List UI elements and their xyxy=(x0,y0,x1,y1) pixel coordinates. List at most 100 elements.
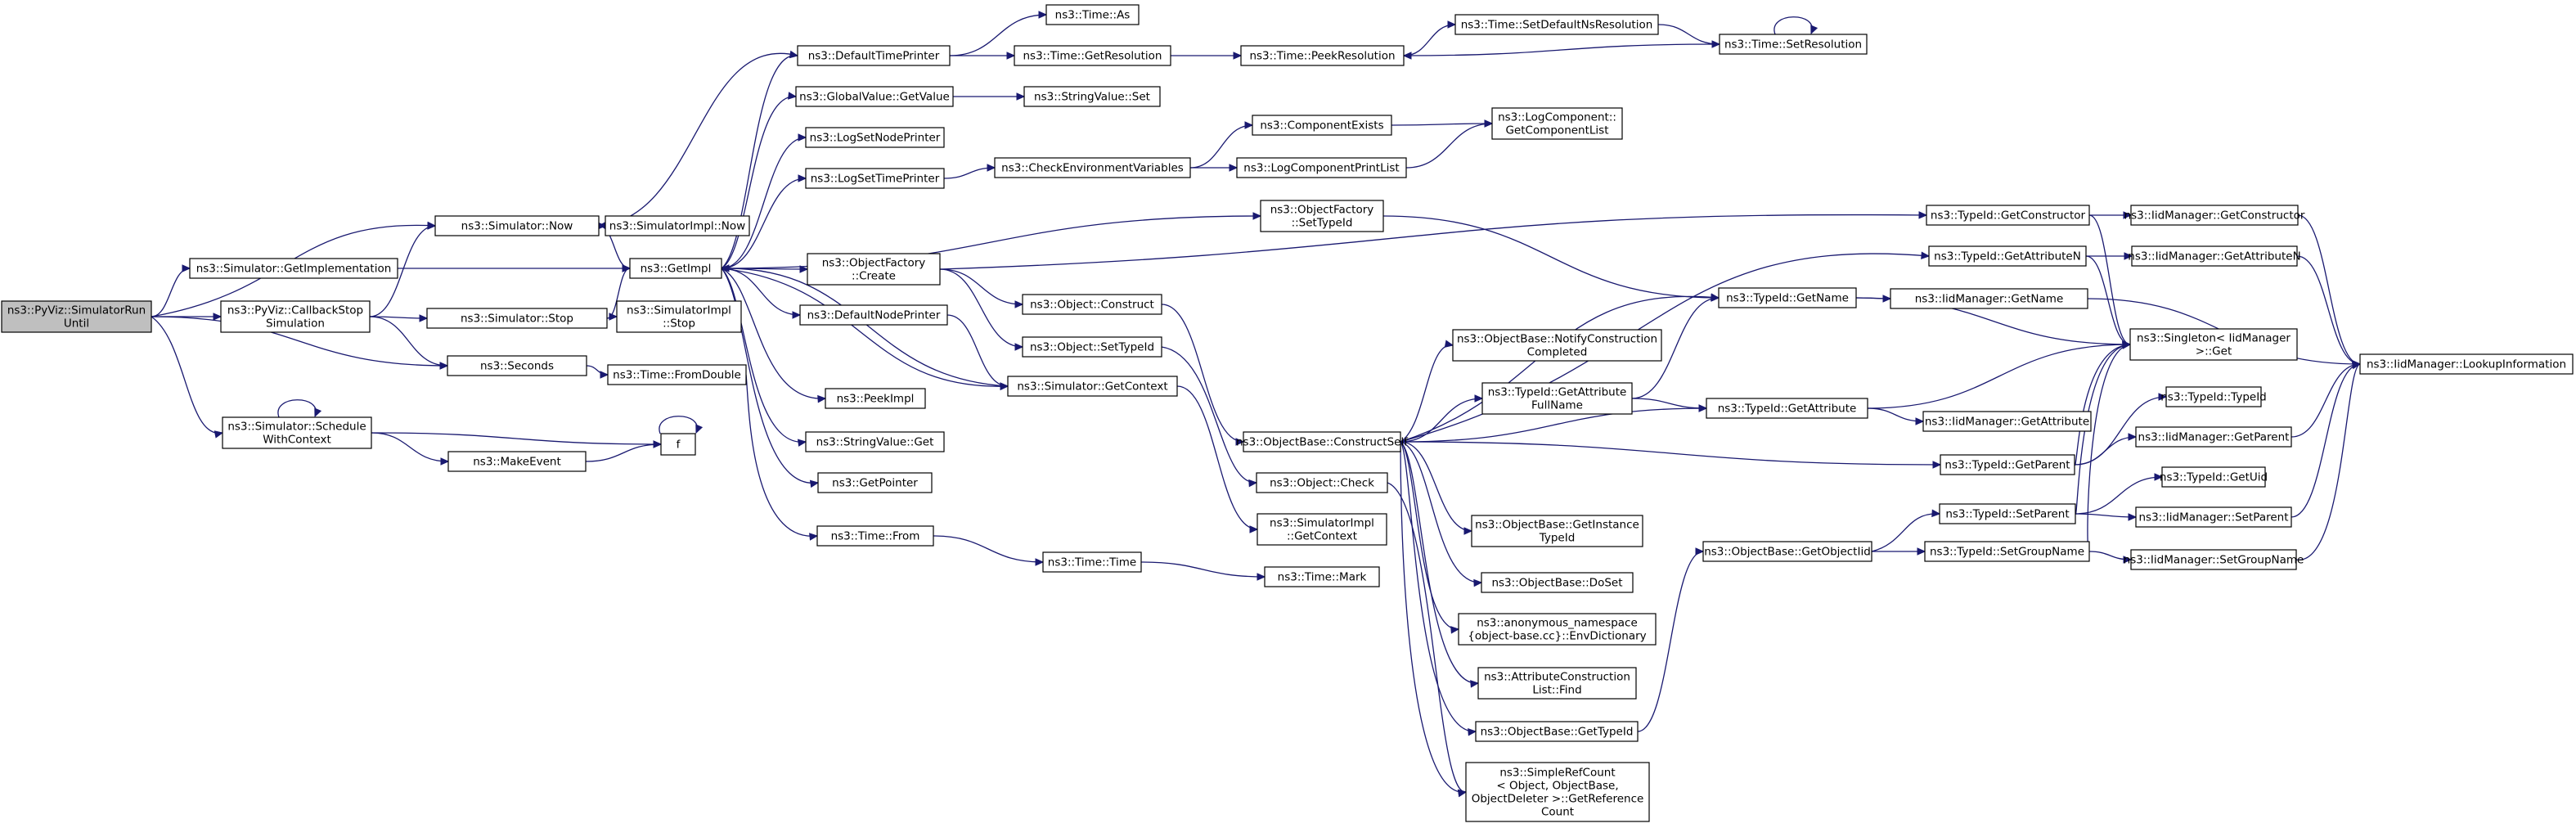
node-obj-check[interactable]: ns3::Object::Check xyxy=(1256,472,1388,493)
edge-schedule-ctx-to-schedule-ctx xyxy=(277,399,317,418)
node-sv-get[interactable]: ns3::StringValue::Get xyxy=(805,431,945,452)
node-f[interactable]: f xyxy=(660,433,696,456)
node-tid-getname[interactable]: ns3::TypeId::GetName xyxy=(1718,287,1857,308)
node-obj-settypeid[interactable]: ns3::Object::SetTypeId xyxy=(1022,336,1162,358)
node-time-setres[interactable]: ns3::Time::SetResolution xyxy=(1719,34,1868,55)
edge-time-setres-to-time-setres xyxy=(1774,16,1813,35)
node-gv-getvalue-box xyxy=(795,86,954,107)
edge-ob-construct-self-to-tid-getparent-arrowhead xyxy=(1932,461,1942,469)
node-iid-lookup[interactable]: ns3::IidManager::LookupInformation xyxy=(2359,353,2574,375)
node-make-event-box xyxy=(447,451,587,472)
edge-callback-stop-to-sim-now-arrowhead xyxy=(427,222,437,230)
node-time-setdefault[interactable]: ns3::Time::SetDefaultNsResolution xyxy=(1454,14,1659,35)
node-of-settypeid[interactable]: ns3::ObjectFactory::SetTypeId xyxy=(1260,200,1384,232)
node-peek-impl[interactable]: ns3::PeekImpl xyxy=(825,388,926,409)
node-sim-getctx[interactable]: ns3::Simulator::GetContext xyxy=(1007,376,1178,397)
node-iid-setparent[interactable]: ns3::IidManager::SetParent xyxy=(2135,506,2292,528)
node-make-event[interactable]: ns3::MakeEvent xyxy=(447,451,587,472)
node-time-setdefault-label: ns3::Time::SetDefaultNsResolution xyxy=(1461,19,1653,32)
node-ob-gettypeid-box xyxy=(1475,721,1639,742)
node-tid-getconstructor[interactable]: ns3::TypeId::GetConstructor xyxy=(1926,205,2090,226)
node-anon-envdict[interactable]: ns3::anonymous_namespace{object-base.cc}… xyxy=(1458,613,1657,646)
node-iid-getattributen-label: ns3::IidManager::GetAttributeN xyxy=(2128,250,2300,263)
node-time-as[interactable]: ns3::Time::As xyxy=(1045,4,1140,25)
node-time-from[interactable]: ns3::Time::From xyxy=(816,525,934,547)
node-default-tp[interactable]: ns3::DefaultTimePrinter xyxy=(797,45,951,66)
node-iid-getconstructor[interactable]: ns3::IidManager::GetConstructor xyxy=(2124,205,2305,226)
node-iid-getattribute[interactable]: ns3::IidManager::GetAttribute xyxy=(1922,411,2092,432)
node-log-comp-getlist-label: GetComponentList xyxy=(1505,124,1608,137)
node-log-set-node-box xyxy=(805,127,945,148)
edge-ob-construct-self-to-ob-doset-arrowhead xyxy=(1473,578,1483,587)
node-default-np[interactable]: ns3::DefaultNodePrinter xyxy=(799,304,948,326)
node-of-create[interactable]: ns3::ObjectFactory::Create xyxy=(807,253,941,286)
edge-ob-gettypeid-to-ob-getobjectiid xyxy=(1637,551,1704,732)
node-schedule-ctx-label: ns3::Simulator::Schedule xyxy=(227,421,366,434)
node-impl-getctx[interactable]: ns3::SimulatorImpl::GetContext xyxy=(1257,513,1387,546)
node-ob-construct-self[interactable]: ns3::ObjectBase::ConstructSelf xyxy=(1236,431,1409,452)
edge-of-create-to-tid-getconstructor xyxy=(939,214,1927,270)
node-tid-typeid[interactable]: ns3::TypeId::TypeId xyxy=(2160,386,2267,407)
node-tid-getattribute[interactable]: ns3::TypeId::GetAttribute xyxy=(1706,398,1868,419)
node-tid-getparent[interactable]: ns3::TypeId::GetParent xyxy=(1940,454,2075,475)
node-ob-getinstance-label: ns3::ObjectBase::GetInstance xyxy=(1475,519,1639,532)
edge-ob-construct-self-to-ob-getinstance xyxy=(1400,441,1472,532)
node-singleton-get[interactable]: ns3::Singleton< IidManager >::Get xyxy=(2129,328,2298,361)
node-iid-getparent[interactable]: ns3::IidManager::GetParent xyxy=(2135,426,2292,448)
node-tid-getuid[interactable]: ns3::TypeId::GetUid xyxy=(2160,466,2268,488)
edge-run-until-to-schedule-ctx-arrowhead xyxy=(214,430,224,439)
edge-ob-construct-self-to-ob-gettypeid-arrowhead xyxy=(1468,727,1477,736)
node-log-comp-print[interactable]: ns3::LogComponentPrintList xyxy=(1236,157,1407,178)
node-seconds[interactable]: ns3::Seconds xyxy=(447,355,587,376)
node-iid-getname[interactable]: ns3::IidManager::GetName xyxy=(1890,288,2088,309)
node-tid-getconstructor-box xyxy=(1926,205,2090,226)
edge-tid-getattrfull-to-tid-getattribute-arrowhead xyxy=(1698,404,1708,412)
node-iid-getname-label: ns3::IidManager::GetName xyxy=(1915,293,2064,306)
node-time-time[interactable]: ns3::Time::Time xyxy=(1042,551,1142,573)
node-gv-getvalue[interactable]: ns3::GlobalValue::GetValue xyxy=(795,86,954,107)
node-check-env[interactable]: ns3::CheckEnvironmentVariables xyxy=(994,157,1191,178)
node-ob-notify[interactable]: ns3::ObjectBase::NotifyConstructionCompl… xyxy=(1452,329,1662,362)
node-time-fromdouble[interactable]: ns3::Time::FromDouble xyxy=(607,364,747,385)
node-ob-gettypeid[interactable]: ns3::ObjectBase::GetTypeId xyxy=(1475,721,1639,742)
node-sv-set[interactable]: ns3::StringValue::Set xyxy=(1023,86,1161,107)
node-sim-now[interactable]: ns3::Simulator::Now xyxy=(434,215,600,236)
node-time-peekres[interactable]: ns3::Time::PeekResolution xyxy=(1240,45,1405,66)
node-comp-exists[interactable]: ns3::ComponentExists xyxy=(1252,115,1392,136)
edge-log-comp-print-to-log-comp-getlist xyxy=(1405,123,1493,169)
node-ob-getobjectiid[interactable]: ns3::ObjectBase::GetObjectIid xyxy=(1702,541,1872,562)
edge-tid-getparent-to-tid-typeid xyxy=(2074,396,2167,466)
node-time-as-box xyxy=(1045,4,1140,25)
node-tid-setgroupname[interactable]: ns3::TypeId::SetGroupName xyxy=(1924,541,2090,562)
node-impl-getctx-label: ns3::SimulatorImpl xyxy=(1270,517,1374,530)
node-impl-stop[interactable]: ns3::SimulatorImpl::Stop xyxy=(616,300,742,333)
node-get-pointer[interactable]: ns3::GetPointer xyxy=(817,472,933,493)
node-tid-getattributen[interactable]: ns3::TypeId::GetAttributeN xyxy=(1928,245,2087,267)
node-sim-stop[interactable]: ns3::Simulator::Stop xyxy=(426,308,608,329)
node-iid-setgroupname[interactable]: ns3::IidManager::SetGroupName xyxy=(2124,549,2304,570)
node-iid-getconstructor-box xyxy=(2130,205,2299,226)
node-time-mark[interactable]: ns3::Time::Mark xyxy=(1264,566,1380,587)
node-obj-construct[interactable]: ns3::Object::Construct xyxy=(1022,294,1162,315)
node-log-comp-getlist[interactable]: ns3::LogComponent::GetComponentList xyxy=(1491,107,1623,140)
node-simple-refcount-label: ns3::SimpleRefCount xyxy=(1499,767,1615,780)
node-ob-doset[interactable]: ns3::ObjectBase::DoSet xyxy=(1481,572,1634,593)
node-impl-now[interactable]: ns3::SimulatorImpl::Now xyxy=(605,215,750,236)
node-log-set-node[interactable]: ns3::LogSetNodePrinter xyxy=(805,127,945,148)
node-sim-get-impl-fn[interactable]: ns3::Simulator::GetImplementation xyxy=(189,258,398,279)
node-anon-envdict-label: {object-base.cc}::EnvDictionary xyxy=(1468,630,1646,643)
node-time-fromdouble-label: ns3::Time::FromDouble xyxy=(613,369,741,382)
node-iid-getattributen[interactable]: ns3::IidManager::GetAttributeN xyxy=(2128,245,2301,267)
node-log-set-time[interactable]: ns3::LogSetTimePrinter xyxy=(805,168,945,189)
node-get-impl[interactable]: ns3::GetImpl xyxy=(629,258,722,279)
node-tid-setparent[interactable]: ns3::TypeId::SetParent xyxy=(1939,503,2076,524)
node-simple-refcount[interactable]: ns3::SimpleRefCount< Object, ObjectBase,… xyxy=(1465,762,1650,822)
node-ob-gettypeid-label: ns3::ObjectBase::GetTypeId xyxy=(1481,726,1634,739)
node-time-getres[interactable]: ns3::Time::GetResolution xyxy=(1014,45,1171,66)
